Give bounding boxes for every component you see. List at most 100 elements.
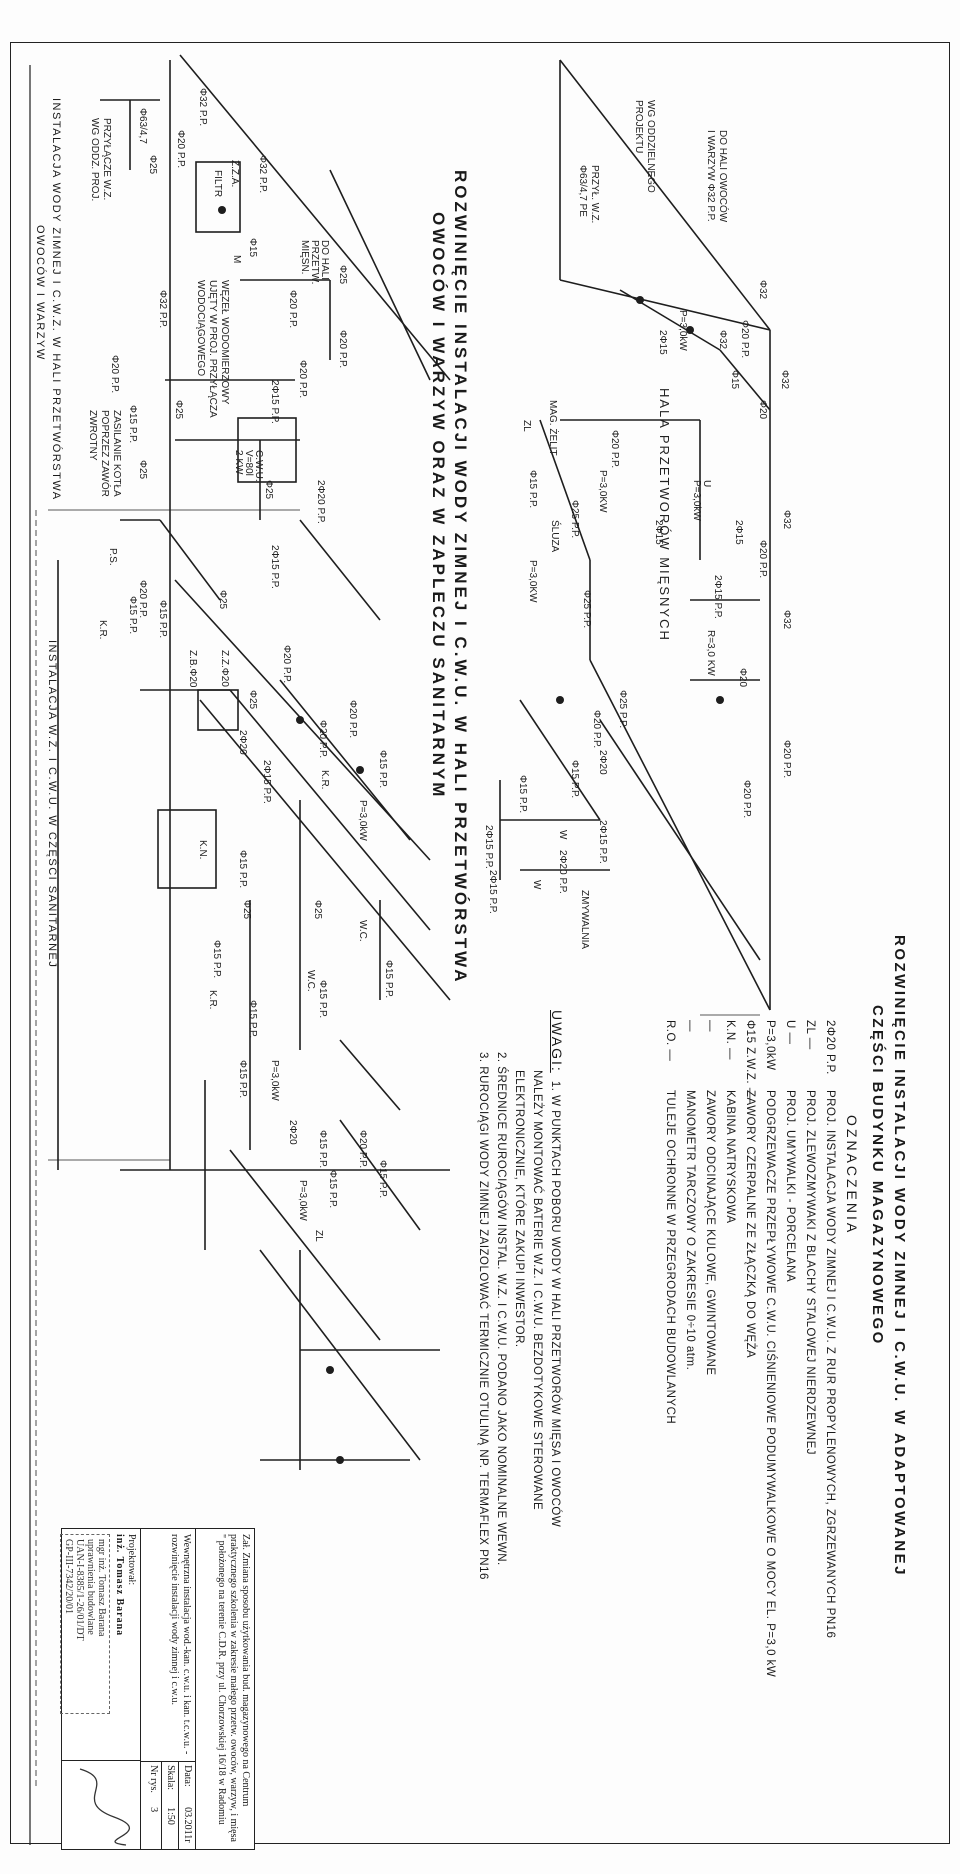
pipe-label: Φ25	[217, 590, 228, 610]
pipe-label: FILTR	[212, 170, 223, 197]
pipe-label: DO HALI OWOCÓW	[717, 130, 730, 223]
stamp-line: GP-III-7342/20/01	[63, 1539, 74, 1614]
pipe-label: ZMYWALNIA	[579, 890, 590, 949]
pipe-label: Φ15 P.P.	[569, 760, 580, 798]
pipe-label: 2Φ15 P.P.	[269, 545, 280, 589]
pipe-label: Φ63/4,7	[137, 108, 148, 144]
legend-symbol: 2Φ20 P.P.	[824, 1020, 836, 1075]
pipe-label: ŚLUZA	[549, 520, 562, 553]
pipe-label: Φ32 P.P.	[157, 290, 168, 328]
pipe-label: M	[231, 255, 242, 263]
designer-label: Projektował:	[126, 1534, 137, 1586]
pipe-label: 2Φ15	[653, 520, 664, 545]
pipe-label: Φ32	[757, 280, 768, 300]
legend-item: K.N. —KABINA NATRYSKOWA	[720, 1020, 740, 1677]
pipe-label: Φ25	[247, 690, 258, 710]
pipe-label: P=3,0kW	[691, 480, 702, 521]
pipe-label: Φ20 P.P.	[347, 700, 358, 738]
pipe-label: R=3,0 KW	[705, 630, 716, 676]
pipe-label: 2Φ20 P.P.	[315, 480, 326, 524]
pipe-run	[199, 699, 451, 1001]
valve-symbol	[686, 326, 694, 334]
pipe-label: K.R.	[319, 770, 330, 789]
drawing-description: Wewnętrzna instalacja wod.-kan. c.w.u. i…	[141, 1529, 195, 1763]
legend-item: —ZAWORY ODCINAJĄCE KULOWE, GWINTOWANE	[700, 1020, 720, 1677]
pipe-label: 2Φ15 P.P.	[712, 575, 723, 619]
pipe-label: MAG. ŻELIT	[547, 400, 560, 456]
pipe-label: Φ25 P.P.	[581, 590, 592, 628]
center-title-line1: ROZWINIĘCIE INSTALACJI WODY ZIMNEJ I C.W…	[451, 170, 470, 985]
legend-symbol: —	[704, 1020, 716, 1032]
legend-symbol: ZL —	[804, 1020, 816, 1050]
pipe-label: Φ25	[137, 460, 148, 480]
pipe-run	[559, 279, 771, 331]
pipe-label: Φ20	[757, 400, 768, 420]
legend-item: P=3,0kWPODGRZEWACZE PRZEPŁYWOWE C.W.U. C…	[760, 1020, 780, 1677]
pipe-label: ZASILANIE KOTŁA	[111, 410, 122, 497]
right-title-line2: CZĘŚCI BUDYNKU MAGAZYNOWEGO	[869, 1005, 886, 1346]
pipe-label: Φ20 P.P.	[337, 330, 348, 368]
legend-heading: OZNACZENIA	[844, 1115, 860, 1236]
notes-text: 1. W PUNKTACH POBORU WODY W HALI PRZETWO…	[549, 1080, 561, 1528]
pipe-label: Φ15 P.P.	[377, 1160, 388, 1198]
pipe-label: Φ32	[779, 370, 790, 390]
sheet-label: Nr rys.	[148, 1765, 159, 1793]
pipe-label: P=3,0kW	[677, 310, 688, 351]
pipe-label: Φ25 P.P.	[569, 500, 580, 538]
pipe-label: Φ20 P.P.	[739, 320, 750, 358]
legend-list: 2Φ20 P.P.PROJ. INSTALACJA WODY ZIMNEJ I …	[660, 1020, 840, 1677]
pipe-label: Φ20 P.P.	[287, 290, 298, 328]
valve-symbol	[218, 206, 226, 214]
legend-symbol: —	[684, 1020, 696, 1032]
pipe-label: Φ15 P.P.	[317, 980, 328, 1018]
valve-symbol	[296, 716, 304, 724]
shower-cabin	[157, 809, 217, 889]
pipe-label: Φ15 P.P.	[527, 470, 538, 508]
pipe-run	[519, 699, 601, 821]
valve-symbol	[356, 766, 364, 774]
pipe-label: Φ20 P.P.	[757, 540, 768, 578]
pipe-run	[329, 169, 431, 381]
signature-mark	[79, 1768, 130, 1846]
pipe-label: Φ15 P.P.	[327, 1170, 338, 1208]
pipe-label: Φ20 P.P.	[109, 355, 120, 393]
pipe-label: W	[531, 880, 542, 890]
notes-line: 3. RUROCIĄGI WODY ZIMNEJ ZAIZOLOWAĆ TERM…	[477, 1052, 489, 1580]
pipe-label: Φ20 P.P.	[357, 1130, 368, 1168]
pipe-label: Φ20 P.P.	[609, 430, 620, 468]
pipe-label: Φ20 P.P.	[781, 740, 792, 778]
legend-text: PODGRZEWACZE PRZEPŁYWOWE C.W.U. CIŚNIENI…	[764, 1090, 776, 1678]
legend-symbol: R.O. —	[664, 1020, 676, 1062]
pipe-label: PROJEKTU	[633, 100, 644, 153]
legend-item: U —PROJ. UMYWALKI - PORCELANA	[780, 1020, 800, 1677]
notes-block: UWAGI:1. W PUNKTACH POBORU WODY W HALI P…	[474, 1010, 566, 1580]
pipe-label: Φ15 P.P.	[127, 405, 138, 443]
legend-text: MANOMETR TARCZOWY O ZAKRESIE 0÷10 atm.	[684, 1090, 696, 1371]
pipe-label: 2Φ20 P.P.	[557, 850, 568, 894]
stamp-line: uprawnienia budowlane	[85, 1539, 96, 1635]
pipe-label: Φ20 P.P.	[281, 645, 292, 683]
pipe-run	[279, 679, 411, 841]
pipe-label: PRZYŁ. W.Z.	[589, 165, 600, 223]
pipe-label: Φ15 P.P.	[237, 1060, 248, 1098]
valve-symbol	[556, 696, 564, 704]
legend-symbol: K.N. —	[724, 1020, 736, 1061]
valve-symbol	[326, 1366, 334, 1374]
pipe-label: Φ25	[241, 900, 252, 920]
pipe-label: Φ32	[781, 610, 792, 630]
pipe-run	[559, 59, 771, 331]
pipe-label: Φ20	[737, 668, 748, 688]
pipe-label: PRZYŁĄCZE W.Z.	[101, 118, 112, 200]
pipe-label: P=3,0KW	[527, 560, 538, 603]
valve-symbol	[336, 1456, 344, 1464]
pipe-label: Φ25	[173, 400, 184, 420]
pipe-label: PRZETW.	[309, 240, 320, 284]
pipe-label: 2Φ15 P.P.	[597, 820, 608, 864]
pipe-label: DO HALI	[319, 240, 330, 280]
left-title-top-line1: INSTALACJA WODY ZIMNEJ I C.W.Z. W HALI P…	[50, 98, 62, 501]
meter-box	[195, 161, 241, 233]
pipe-label: UJĘTY W PROJ. PRZYŁĄCZA	[207, 280, 218, 418]
date-label: Data:	[182, 1765, 193, 1787]
